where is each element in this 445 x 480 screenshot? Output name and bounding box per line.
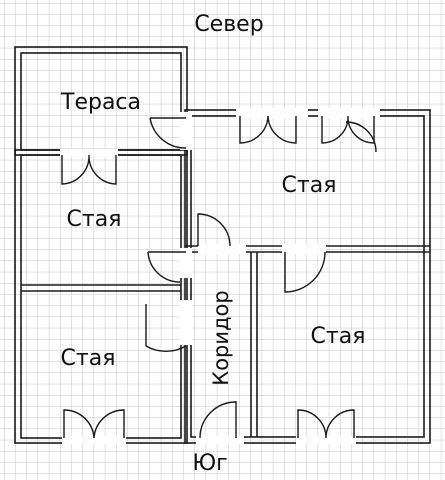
door-swings bbox=[61, 115, 377, 439]
door-openings bbox=[60, 108, 380, 444]
room-label-upper-left: Стая bbox=[67, 207, 122, 232]
room-label-upper-right: Стая bbox=[282, 173, 337, 198]
room-label-terrace: Тераса bbox=[60, 90, 141, 115]
lower-right-double-door bbox=[297, 409, 355, 439]
lower-left-double-door bbox=[63, 409, 125, 439]
room-label-lower-right: Стая bbox=[311, 324, 366, 349]
lower-left-side-door bbox=[145, 304, 187, 353]
upper-right-double-door-1 bbox=[239, 115, 297, 144]
room-label-corridor: Коридор bbox=[209, 290, 233, 385]
upper-left-double-door bbox=[61, 154, 117, 185]
terrace-door-swing bbox=[149, 117, 187, 149]
lower-right-north-door bbox=[284, 251, 326, 293]
compass-south-label: Юг bbox=[192, 451, 227, 476]
upper-right-double-door-2 bbox=[321, 115, 375, 144]
upper-left-side-door bbox=[147, 251, 186, 283]
corridor-north-door bbox=[197, 213, 231, 247]
corridor-south-door bbox=[199, 401, 237, 439]
compass-north-label: Север bbox=[194, 12, 263, 37]
upper-right-east-door bbox=[345, 121, 377, 153]
room-label-lower-left: Стая bbox=[61, 346, 116, 371]
